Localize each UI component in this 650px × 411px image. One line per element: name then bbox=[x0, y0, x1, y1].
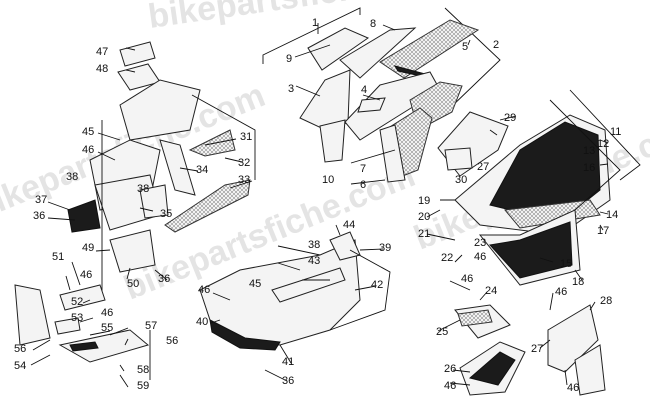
callout-46-h: 46 bbox=[444, 380, 456, 392]
callout-46-b: 46 bbox=[80, 269, 92, 281]
callout-43: 43 bbox=[308, 255, 320, 267]
callout-36-mid: 36 bbox=[158, 273, 170, 285]
callout-45-belly: 45 bbox=[249, 278, 261, 290]
callout-37: 37 bbox=[35, 194, 47, 206]
callout-24: 24 bbox=[485, 285, 497, 297]
hood-vent-group bbox=[14, 284, 151, 380]
windshield-group bbox=[262, 7, 509, 183]
callout-32: 32 bbox=[238, 157, 250, 169]
console-group bbox=[67, 41, 256, 300]
callout-23: 23 bbox=[474, 237, 486, 249]
callout-12: 12 bbox=[597, 138, 609, 150]
callout-38-belly: 38 bbox=[308, 239, 320, 251]
callout-33: 33 bbox=[238, 174, 250, 186]
callout-56-left: 56 bbox=[14, 343, 26, 355]
callout-31: 31 bbox=[240, 131, 252, 143]
leader-lines bbox=[30, 23, 609, 388]
callout-28: 28 bbox=[600, 295, 612, 307]
callout-39: 39 bbox=[379, 242, 391, 254]
callout-41: 41 bbox=[282, 356, 294, 368]
callout-46-e: 46 bbox=[474, 251, 486, 263]
callout-44: 44 bbox=[343, 219, 355, 231]
callout-10: 10 bbox=[322, 174, 334, 186]
side-panel-group bbox=[454, 89, 641, 286]
callout-35: 35 bbox=[160, 208, 172, 220]
callout-53: 53 bbox=[71, 312, 83, 324]
callout-27-upper: 27 bbox=[477, 161, 489, 173]
callout-7: 7 bbox=[360, 163, 366, 175]
callout-46-g: 46 bbox=[555, 286, 567, 298]
callout-16: 16 bbox=[583, 162, 595, 174]
callout-38-left: 38 bbox=[66, 171, 78, 183]
callout-54: 54 bbox=[14, 360, 26, 372]
callout-5: 5 bbox=[462, 41, 468, 53]
callout-38-mid: 38 bbox=[137, 183, 149, 195]
callout-34: 34 bbox=[196, 164, 208, 176]
callout-49: 49 bbox=[82, 242, 94, 254]
callout-22: 22 bbox=[441, 252, 453, 264]
callout-29: 29 bbox=[504, 112, 516, 124]
callout-labels: 1 2 3 4 5 6 7 8 9 10 11 12 13 14 15 16 1… bbox=[14, 17, 621, 394]
callout-1: 1 bbox=[312, 17, 318, 29]
callout-58: 58 bbox=[137, 364, 149, 376]
callout-15: 15 bbox=[560, 258, 572, 270]
callout-6: 6 bbox=[360, 179, 366, 191]
callout-57: 57 bbox=[145, 320, 157, 332]
callout-56-right: 56 bbox=[166, 335, 178, 347]
callout-2: 2 bbox=[493, 39, 499, 51]
callout-27-lower: 27 bbox=[531, 343, 543, 355]
callout-11: 11 bbox=[610, 126, 621, 138]
callout-20: 20 bbox=[418, 211, 430, 223]
callout-3: 3 bbox=[288, 83, 294, 95]
callout-36-bottom: 36 bbox=[282, 375, 294, 387]
callout-14: 14 bbox=[606, 209, 618, 221]
callout-42: 42 bbox=[371, 279, 383, 291]
callout-36-left: 36 bbox=[33, 210, 45, 222]
callout-19: 19 bbox=[418, 195, 430, 207]
callout-55: 55 bbox=[101, 322, 113, 334]
callout-21: 21 bbox=[418, 228, 430, 240]
callout-4: 4 bbox=[361, 84, 367, 96]
callout-17: 17 bbox=[597, 225, 609, 237]
bracket-fender-group bbox=[454, 304, 606, 396]
callout-46-i: 46 bbox=[567, 382, 579, 394]
callout-52: 52 bbox=[71, 296, 83, 308]
belly-pan-group bbox=[199, 231, 391, 351]
callout-48: 48 bbox=[96, 63, 108, 75]
callout-46-a: 46 bbox=[82, 144, 94, 156]
callout-40: 40 bbox=[196, 316, 208, 328]
callout-25: 25 bbox=[436, 326, 448, 338]
callout-9: 9 bbox=[286, 53, 292, 65]
callout-51: 51 bbox=[52, 251, 64, 263]
callout-47: 47 bbox=[96, 46, 108, 58]
callout-50: 50 bbox=[127, 278, 139, 290]
callout-26: 26 bbox=[444, 363, 456, 375]
callout-46-c: 46 bbox=[101, 307, 113, 319]
callout-46-f: 46 bbox=[461, 273, 473, 285]
callout-46-d: 46 bbox=[198, 284, 210, 296]
callout-30: 30 bbox=[455, 174, 467, 186]
callout-59: 59 bbox=[137, 380, 149, 392]
callout-45-left: 45 bbox=[82, 126, 94, 138]
callout-8: 8 bbox=[370, 18, 376, 30]
callout-18: 18 bbox=[572, 276, 584, 288]
callout-13: 13 bbox=[583, 145, 595, 157]
